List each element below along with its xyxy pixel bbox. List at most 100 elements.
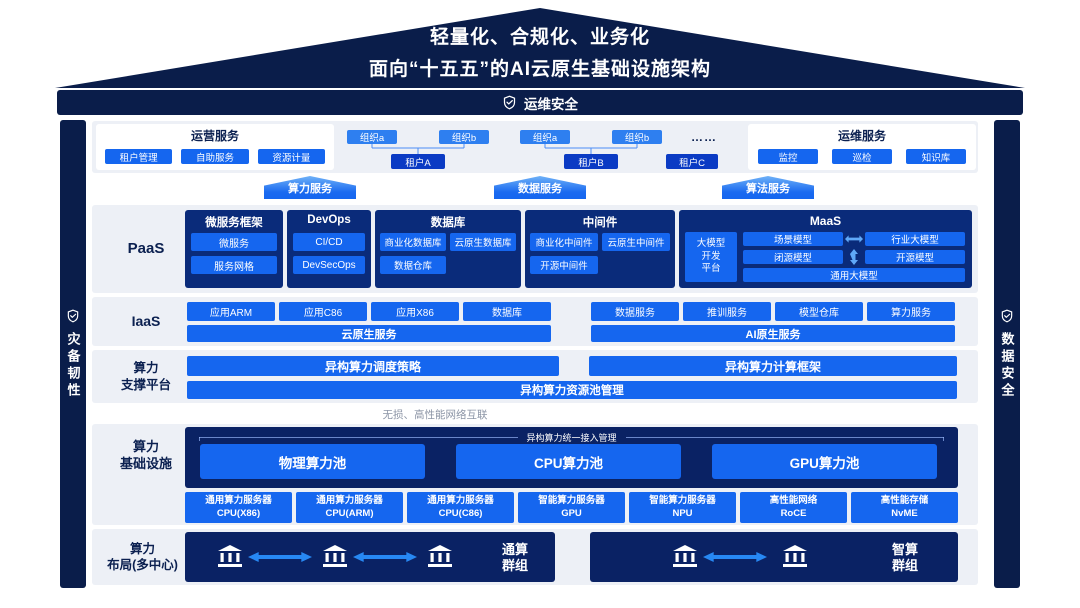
database-button: 数据库 (463, 302, 551, 321)
org-b-node: 组织b (612, 130, 662, 144)
ai-native-service-button: AI原生服务 (591, 325, 955, 342)
network-roce-button: 高性能网络 RoCE (740, 492, 847, 523)
opensource-middleware-button: 开源中间件 (530, 256, 598, 274)
open-model-button: 开源模型 (865, 250, 965, 264)
group-label-line1: 通算 (501, 542, 528, 557)
org-b-node: 组织b (439, 130, 489, 144)
maas-group: MaaS 大模型 开发 平台 场景模型 行业大模型 闭源模型 开源模型 通用大模… (679, 210, 972, 288)
layout-label-line1: 算力 (129, 541, 155, 556)
industry-model-button: 行业大模型 (865, 232, 965, 246)
devops-group: DevOps CI/CD DevSecOps (287, 210, 371, 288)
cpu-pool-button: CPU算力池 (456, 444, 681, 479)
pillar-right-label: 数据安全 (999, 331, 1015, 400)
microservice-framework-title: 微服务框架 (205, 217, 263, 229)
devops-title: DevOps (307, 214, 351, 226)
server-line1: 高性能存储 (880, 495, 929, 507)
server-line1: 高性能网络 (769, 495, 818, 507)
server-line2: CPU(C86) (438, 507, 483, 519)
app-x86-button: 应用X86 (371, 302, 459, 321)
model-repository-button: 模型仓库 (775, 302, 863, 321)
data-service-banner: 数据服务 (494, 176, 586, 199)
server-line1: 智能算力服务器 (649, 495, 716, 507)
hetero-scheduling-strategy-button: 异构算力调度策略 (187, 356, 559, 376)
intelligent-computing-group-label: 智算 群组 (873, 542, 937, 573)
tree-connector-lines (371, 144, 465, 154)
commercial-database-button: 商业化数据库 (380, 233, 446, 251)
operation-services-title: 运营服务 (190, 129, 239, 143)
om-services-title: 运维服务 (837, 129, 886, 143)
server-line1: 通用算力服务器 (316, 495, 383, 507)
tenant-tree-b: 组织a 组织b 租户B (518, 128, 664, 170)
server-line2: GPU (561, 507, 582, 519)
general-computing-group-panel: 通算 群组 (185, 532, 555, 582)
tenant-tree-a: 组织a 组织b 租户A (345, 128, 491, 170)
cloud-native-middleware-button: 云原生中间件 (602, 233, 670, 251)
middleware-title: 中间件 (582, 217, 618, 229)
server-line1: 通用算力服务器 (205, 495, 272, 507)
shield-check-icon (1001, 309, 1013, 322)
self-service-button: 自助服务 (181, 149, 249, 164)
server-npu-button: 智能算力服务器 NPU (629, 492, 736, 523)
roof-title-line1: 轻量化、合规化、业务化 (429, 27, 650, 48)
server-line2: RoCE (780, 507, 807, 519)
commercial-middleware-button: 商业化中间件 (530, 233, 598, 251)
general-computing-group-label: 通算 群组 (483, 542, 547, 573)
infrastructure-label: 算力 基础设施 (103, 424, 189, 488)
support-label-line1: 算力 (133, 361, 159, 376)
knowledge-base-button: 知识库 (906, 149, 966, 164)
physical-pool-button: 物理算力池 (200, 444, 425, 479)
computing-service-banner: 算力服务 (264, 176, 356, 199)
database-title: 数据库 (430, 217, 466, 229)
tenant-management-button: 租户管理 (105, 149, 173, 164)
shield-check-icon (503, 95, 516, 110)
cloud-native-service-button: 云原生服务 (187, 325, 551, 342)
devsecops-button: DevSecOps (293, 256, 365, 274)
computing-pools-panel: 异构算力统一接入管理 物理算力池 CPU算力池 GPU算力池 (185, 427, 958, 488)
server-line1: 通用算力服务器 (427, 495, 494, 507)
network-interconnect-note: 无损、高性能网络互联 (382, 409, 488, 421)
shield-check-icon (67, 309, 79, 322)
cloud-native-database-button: 云原生数据库 (450, 233, 516, 251)
hetero-computing-framework-button: 异构算力计算框架 (589, 356, 957, 376)
group-label-line2: 群组 (891, 557, 918, 573)
ops-security-bar: 运维安全 (57, 90, 1023, 115)
bank-icon (673, 545, 697, 567)
ellipsis-more-tenants: …… (691, 130, 717, 144)
double-arrow-horizontal-icon (845, 235, 863, 243)
bank-icon (323, 545, 347, 567)
microservice-framework-group: 微服务框架 微服务 服务网格 (185, 210, 283, 288)
double-arrow-vertical-icon (850, 249, 858, 265)
training-inference-service-button: 推训服务 (683, 302, 771, 321)
org-a-node: 组织a (520, 130, 570, 144)
roof-title-line2: 面向“十五五”的AI云原生基础设施架构 (368, 59, 711, 80)
infra-label-line1: 算力 (132, 439, 159, 455)
pillar-data-security: 数据安全 (994, 120, 1020, 588)
maas-title: MaaS (809, 214, 842, 228)
bracket-line-left (199, 436, 518, 441)
bank-icon (783, 545, 807, 567)
om-services-card: 运维服务 监控 巡检 知识库 (748, 124, 976, 170)
pillar-left-label: 灾备韧性 (65, 331, 81, 400)
infra-label-line2: 基础设施 (119, 456, 172, 471)
support-platform-label: 算力 支撑平台 (103, 350, 189, 403)
monitoring-button: 监控 (758, 149, 818, 164)
database-group: 数据库 商业化数据库 云原生数据库 数据仓库 (375, 210, 521, 288)
gpu-pool-button: GPU算力池 (712, 444, 937, 479)
data-service-button: 数据服务 (591, 302, 679, 321)
intelligent-computing-group-panel: 智算 群组 (590, 532, 958, 582)
group-label-line1: 智算 (891, 542, 918, 557)
server-gpu-button: 智能算力服务器 GPU (518, 492, 625, 523)
server-line2: NvME (891, 507, 918, 519)
microservice-button: 微服务 (191, 233, 277, 251)
server-line2: CPU(X86) (216, 507, 261, 519)
pillar-disaster-resilience: 灾备韧性 (60, 120, 86, 588)
tenant-c-node: 租户C (666, 154, 718, 169)
unified-access-row: 异构算力统一接入管理 (199, 431, 945, 443)
data-warehouse-button: 数据仓库 (380, 256, 446, 274)
layout-label: 算力 布局(多中心) (95, 529, 190, 585)
inspection-button: 巡检 (832, 149, 892, 164)
bracket-line-right (625, 436, 945, 441)
tenant-a-node: 租户A (391, 154, 445, 169)
paas-label: PaaS (127, 240, 165, 258)
